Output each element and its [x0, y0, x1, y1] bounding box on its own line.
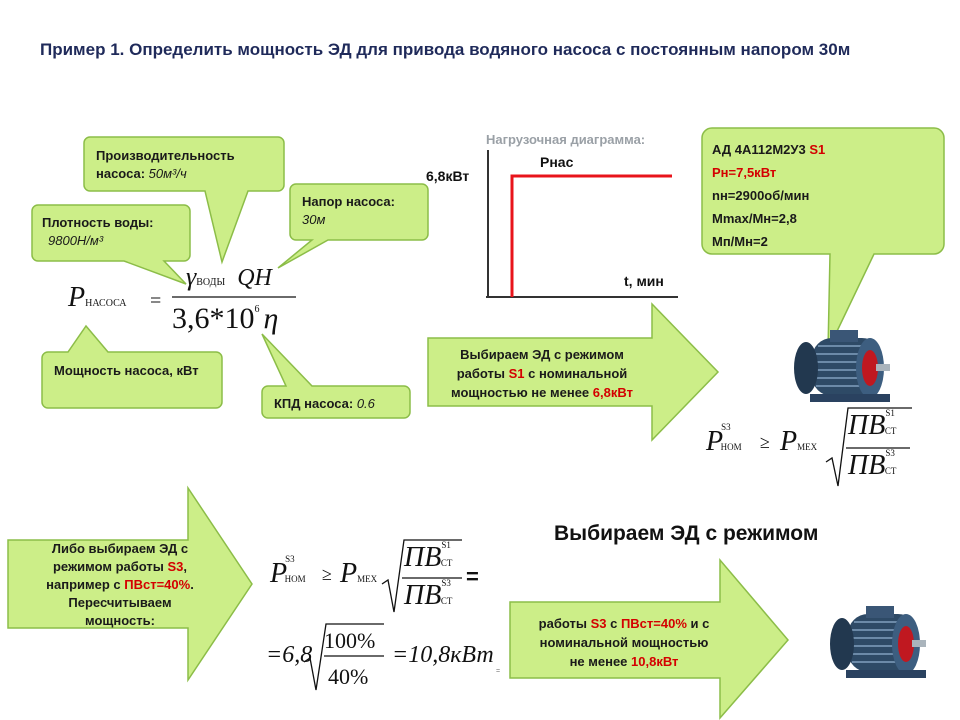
formula-bottom-ge: ≥ [322, 564, 332, 584]
motor-model: АД 4А112М2У3 [712, 142, 806, 157]
formula-right-top: ПВS1СТ [848, 408, 897, 441]
calc-result: =10,8кВт [392, 642, 494, 668]
arrow-2-text: Либо выбираем ЭД с режимом работы S3, на… [46, 541, 194, 628]
bottom-formula-radical [303, 539, 462, 691]
power-callout-shape [41, 324, 223, 409]
head-label: Напор насоса: [302, 194, 395, 209]
flow-value: 50м³/ч [148, 166, 187, 181]
density-callout: Плотность воды: 9800Н/м³ [42, 214, 188, 250]
formula-bottom-bottom: ПВS3СТ [404, 578, 453, 611]
flow-callout: Производительность насоса: 50м³/ч [96, 147, 276, 183]
motor-rated-power: Pн=7,5кВт [712, 165, 777, 180]
diagram-series-label: Pнас [540, 154, 574, 170]
density-label: Плотность воды: [42, 215, 154, 230]
arrow-3-text: работы S3 с ПВст=40% и с номинальной мощ… [538, 616, 710, 669]
calc-prefix: =6,8 [266, 642, 313, 668]
head-value: 30м [302, 212, 326, 227]
density-callout-shape [31, 204, 191, 285]
formula-bottom-pmex: PМЕХ [340, 558, 378, 589]
arrow-2-shape [7, 485, 253, 683]
calc-tiny-mark: = [496, 668, 501, 675]
formula-bottom-eq: = [466, 564, 479, 589]
formula-bottom-pnom: PS3НОМ [270, 554, 306, 589]
heading-right: Выбираем ЭД с режимом [554, 522, 819, 545]
flow-label: Производительность насоса: [96, 148, 235, 181]
efficiency-callout-shape [261, 333, 411, 419]
motor-mode: S1 [809, 142, 826, 157]
motor-spec: АД 4А112М2У3 S1 Pн=7,5кВт nн=2900об/мин … [712, 138, 938, 253]
motor-mmax: Mmax/Mн=2,8 [712, 211, 797, 226]
calc-denominator: 40% [328, 664, 369, 689]
formula-main-eq: = [150, 290, 162, 312]
power-label: Мощность насоса, кВт [54, 363, 199, 378]
diagram-x-label: t, мин [624, 273, 664, 289]
power-callout: Мощность насоса, кВт [54, 362, 222, 380]
formula-bottom-top: ПВS1СТ [404, 540, 453, 573]
head-callout: Напор насоса: 30м [302, 193, 426, 229]
calc-numerator: 100% [324, 628, 376, 653]
efficiency-value: 0.6 [356, 396, 375, 411]
formula-right-ge: ≥ [760, 432, 770, 452]
efficiency-callout: КПД насоса: 0.6 [274, 395, 414, 413]
flow-callout-shape [83, 136, 285, 265]
efficiency-label: КПД насоса: [274, 396, 354, 411]
motor-image-2 [830, 606, 926, 678]
load-diagram [486, 150, 678, 298]
formula-right-pmex: PМЕХ [780, 426, 818, 457]
arrow-3-shape [509, 557, 789, 720]
motor-image-1 [794, 330, 890, 402]
arrow-1-text: Выбираем ЭД с режимом работы S1 с номина… [451, 347, 633, 400]
slide-title: Пример 1. Определить мощность ЭД для при… [40, 40, 851, 59]
head-callout-shape [277, 183, 429, 269]
right-formula-radical [825, 407, 912, 487]
motor-callout-shape [701, 127, 945, 351]
formula-right-pnom: PS3НОМ [706, 422, 742, 457]
density-value: 9800Н/м³ [48, 233, 104, 248]
formula-right-bottom: ПВS3СТ [848, 448, 897, 481]
motor-speed: nн=2900об/мин [712, 188, 810, 203]
motor-mp: Mп/Mн=2 [712, 234, 768, 249]
diagram-title: Нагрузочная диаграмма: [486, 132, 646, 147]
arrow-1-shape [427, 302, 720, 442]
diagram-y-label: 6,8кВт [426, 168, 470, 184]
formula-main-lhs: PНАСОСА [68, 282, 127, 313]
